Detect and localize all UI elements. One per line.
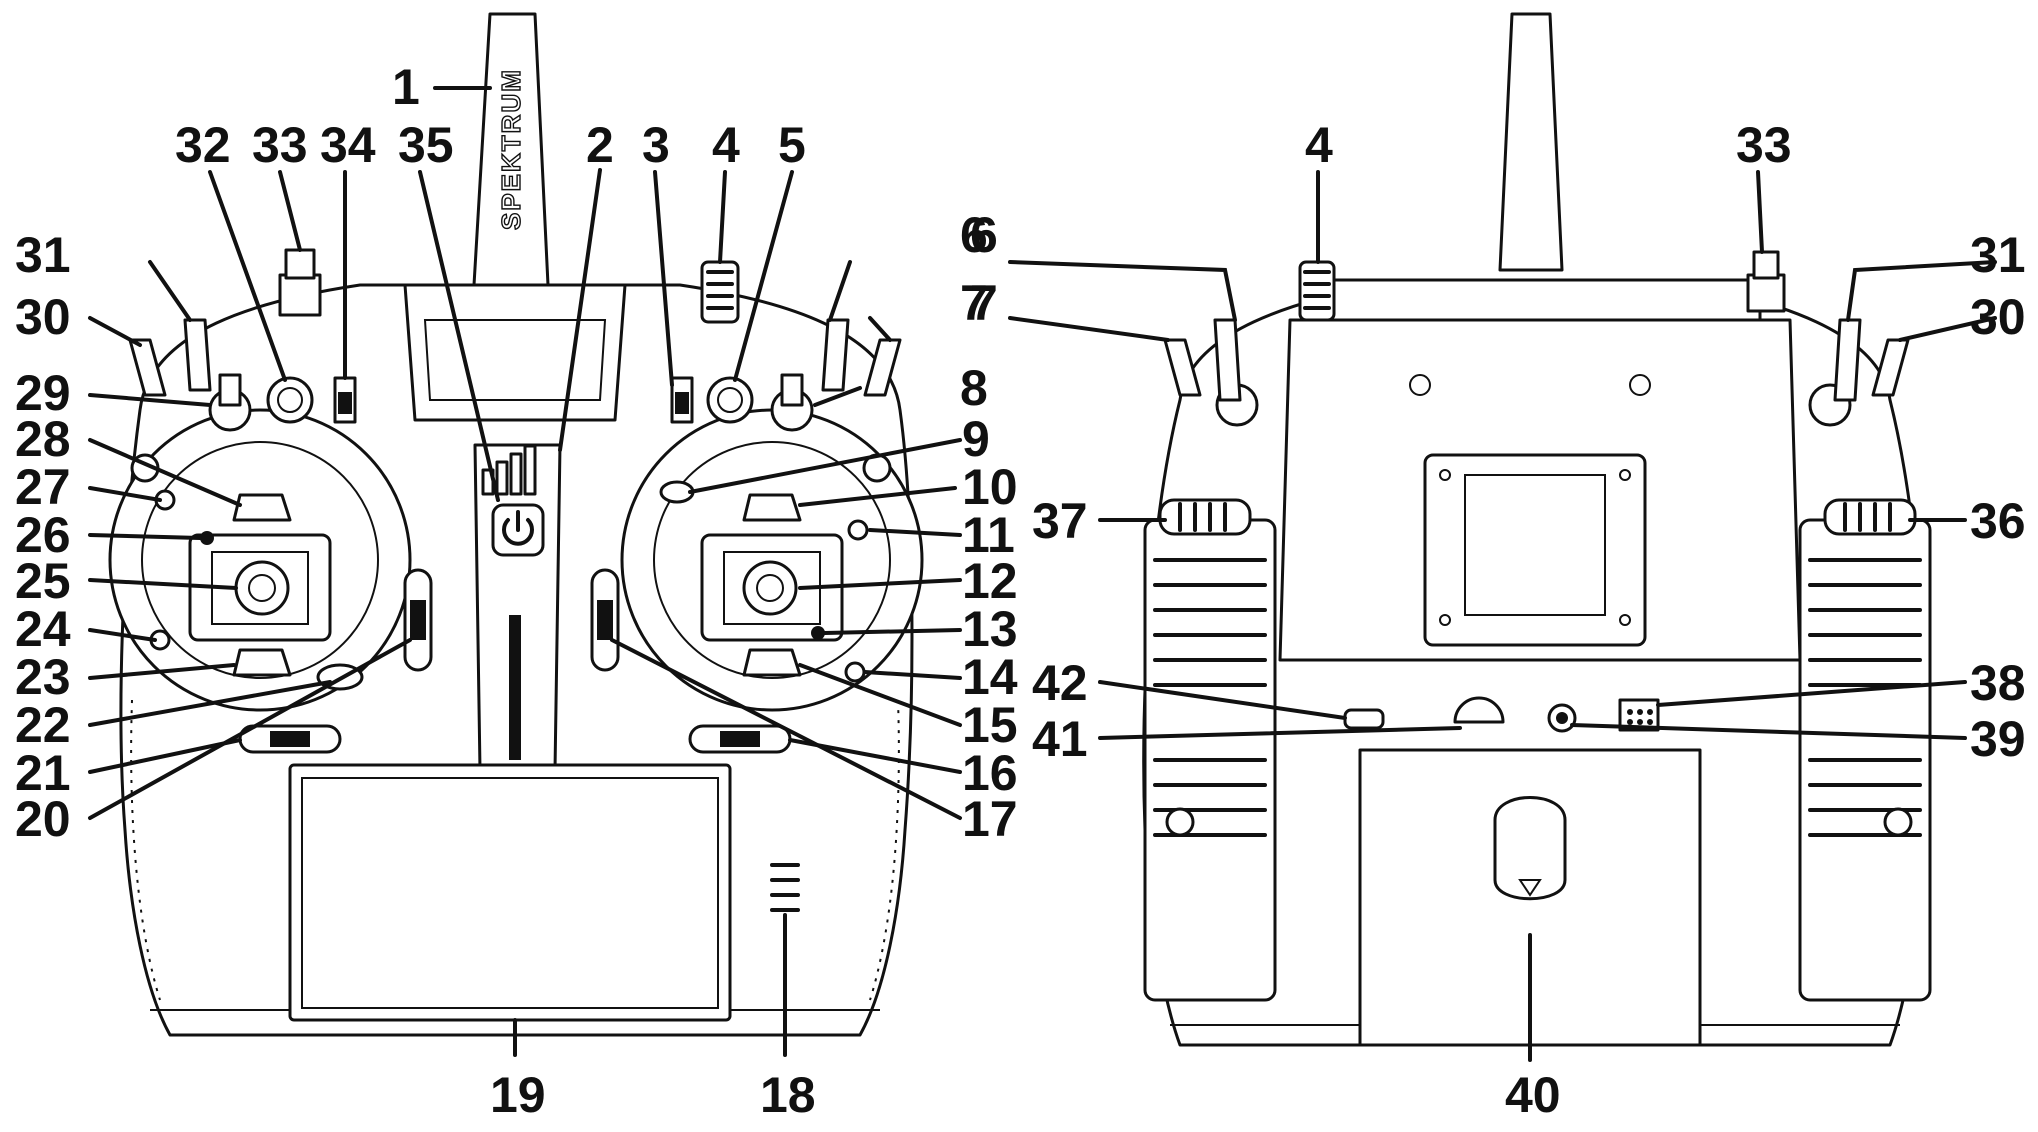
label-front-26: 26 (15, 507, 71, 563)
label-front-5: 5 (778, 117, 806, 173)
back-screw-1 (1409, 374, 1431, 396)
label-front-11: 11 (962, 507, 1015, 563)
label-front-16: 16 (962, 745, 1018, 801)
label-front-18: 18 (760, 1067, 816, 1123)
label-front-35: 35 (398, 117, 454, 173)
label-front-31: 31 (15, 227, 71, 283)
back-leader-lines (1008, 170, 1997, 1062)
right-grip (869, 699, 900, 1001)
label-front-25: 25 (15, 553, 71, 609)
label-front-10: 10 (962, 459, 1018, 515)
power-button[interactable] (491, 503, 545, 557)
back-switch-31[interactable] (1808, 318, 1862, 427)
label-front-6: 6 (960, 207, 988, 263)
front-leader-lines (88, 86, 962, 1057)
back-switch-33[interactable] (1746, 250, 1786, 313)
trainer-port-38[interactable] (1618, 698, 1660, 732)
roller-37[interactable] (1158, 498, 1252, 536)
back-switch-6[interactable] (1213, 318, 1259, 427)
label-front-7: 7 (960, 275, 988, 331)
right-gimbal[interactable] (620, 408, 924, 712)
front-view: SPEKTRUM (15, 12, 1018, 1123)
label-front-19: 19 (490, 1067, 546, 1123)
back-view: 4 33 6 7 31 30 37 36 42 41 38 39 40 (970, 12, 2026, 1123)
label-back-37: 37 (1032, 493, 1088, 549)
signal-indicator (481, 444, 537, 496)
switch-31[interactable] (183, 318, 212, 392)
right-back-grip (1798, 518, 1932, 1002)
label-front-22: 22 (15, 697, 71, 753)
back-switch-7[interactable] (1163, 338, 1202, 397)
label-back-42: 42 (1032, 655, 1088, 711)
label-front-34: 34 (320, 117, 376, 173)
label-front-15: 15 (962, 697, 1018, 753)
label-front-9: 9 (962, 411, 990, 467)
label-front-14: 14 (962, 649, 1018, 705)
label-front-4: 4 (712, 117, 740, 173)
label-front-20: 20 (15, 791, 71, 847)
label-front-21: 21 (15, 745, 71, 801)
label-back-36: 36 (1970, 493, 2026, 549)
switch-6[interactable] (821, 318, 850, 392)
label-front-33: 33 (252, 117, 308, 173)
switch-3[interactable] (670, 376, 694, 424)
roller-36[interactable] (1823, 498, 1917, 536)
label-front-24: 24 (15, 601, 71, 657)
switch-30[interactable] (128, 338, 167, 397)
left-gimbal[interactable] (108, 408, 412, 712)
label-back-41: 41 (1032, 711, 1088, 767)
knob-5[interactable] (706, 376, 754, 424)
label-front-30: 30 (15, 289, 71, 345)
label-front-17: 17 (962, 791, 1018, 847)
label-back-31: 31 (1970, 227, 2026, 283)
label-back-6: 6 (970, 207, 998, 263)
label-back-33: 33 (1736, 117, 1792, 173)
switch-33[interactable] (278, 248, 322, 317)
label-front-28: 28 (15, 411, 71, 467)
label-front-23: 23 (15, 649, 71, 705)
right-vertical-trim[interactable] (590, 568, 620, 672)
left-grip (130, 699, 161, 1001)
label-front-1: 1 (392, 59, 420, 115)
knob-4[interactable] (700, 260, 740, 324)
label-back-30: 30 (1970, 289, 2026, 345)
antenna-back (1498, 12, 1564, 272)
switch-8[interactable] (770, 373, 814, 432)
switch-7[interactable] (863, 338, 902, 397)
left-horizontal-trim[interactable] (238, 724, 342, 754)
usb-port-42[interactable] (1343, 708, 1385, 730)
back-window (1423, 453, 1647, 647)
battery-cover[interactable] (1358, 748, 1702, 1047)
knob-32[interactable] (266, 376, 314, 424)
label-front-29: 29 (15, 365, 71, 421)
touch-screen[interactable] (288, 763, 732, 1022)
label-back-38: 38 (1970, 655, 2026, 711)
label-front-3: 3 (642, 117, 670, 173)
headphone-jack-39[interactable] (1547, 703, 1577, 733)
label-front-12: 12 (962, 553, 1018, 609)
switch-29[interactable] (208, 373, 252, 432)
left-back-grip (1143, 518, 1277, 1002)
label-front-32: 32 (175, 117, 231, 173)
label-front-2: 2 (586, 117, 614, 173)
label-back-40: 40 (1505, 1067, 1561, 1123)
speaker-grille (770, 863, 800, 912)
right-horizontal-trim[interactable] (688, 724, 792, 754)
label-back-7: 7 (970, 275, 998, 331)
back-screw-2 (1629, 374, 1651, 396)
label-front-13: 13 (962, 601, 1018, 657)
back-knob-4[interactable] (1298, 260, 1336, 322)
label-back-39: 39 (1970, 711, 2026, 767)
center-slot (509, 615, 521, 760)
brand-logo: SPEKTRUM (496, 68, 526, 230)
label-front-27: 27 (15, 459, 71, 515)
left-vertical-trim[interactable] (403, 568, 433, 672)
label-front-8: 8 (960, 360, 988, 416)
top-display-inner (423, 319, 607, 401)
switch-34[interactable] (333, 376, 357, 424)
label-back-4: 4 (1305, 117, 1333, 173)
port-41[interactable] (1453, 696, 1505, 724)
